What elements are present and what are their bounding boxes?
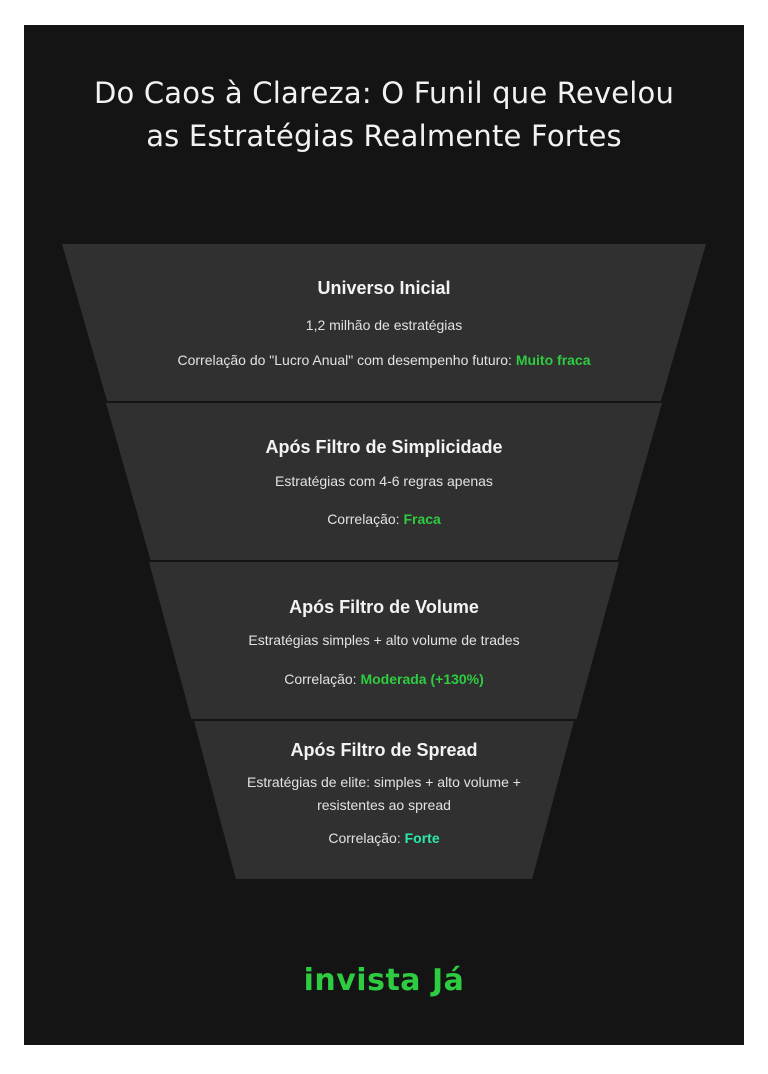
funnel-stage-shape (194, 721, 574, 879)
correlation-label: Correlação do "Lucro Anual" com desempen… (177, 352, 516, 368)
stage-correlation: Correlação do "Lucro Anual" com desempen… (177, 351, 590, 369)
stage-title: Após Filtro de Volume (289, 597, 479, 617)
correlation-label: Correlação: (328, 830, 405, 846)
funnel-stage-spread: Após Filtro de Spread Estratégias de eli… (194, 721, 574, 879)
stage-description: 1,2 milhão de estratégias (305, 317, 463, 333)
stage-description: Estratégias de elite: simples + alto vol… (247, 774, 521, 813)
stage-title: Após Filtro de Spread (290, 740, 478, 760)
funnel-stage-shape (106, 403, 662, 560)
stage-title: Universo Inicial (317, 278, 451, 298)
correlation-value: Moderada (+130%) (360, 671, 484, 687)
stage-correlation: Correlação: Moderada (+130%) (284, 670, 484, 688)
correlation-value: Fraca (403, 511, 441, 527)
page-title-line-2: as Estratégias Realmente Fortes (146, 119, 622, 153)
funnel-stage-shape (62, 244, 706, 401)
funnel-stage-volume: Após Filtro de Volume Estratégias simple… (149, 562, 619, 719)
stage-correlation: Correlação: Fraca (327, 510, 441, 528)
correlation-label: Correlação: (284, 671, 361, 687)
page-title: Do Caos à Clareza: O Funil que Revelou a… (24, 72, 744, 158)
page-title-line-1: Do Caos à Clareza: O Funil que Revelou (93, 76, 675, 110)
funnel-stage-shape (149, 562, 619, 719)
correlation-value: Forte (404, 830, 440, 846)
funnel-stage-universe: Universo Inicial 1,2 milhão de estratégi… (62, 244, 706, 401)
correlation-value: Muito fraca (515, 352, 591, 368)
stage-description: Estratégias com 4-6 regras apenas (275, 473, 493, 489)
brand-logo: invista Já (303, 963, 465, 998)
stage-description: Estratégias simples + alto volume de tra… (248, 632, 520, 648)
stage-correlation: Correlação: Forte (328, 829, 439, 847)
stage-title: Após Filtro de Simplicidade (265, 437, 503, 457)
funnel-stage-simplicity: Após Filtro de Simplicidade Estratégias … (106, 403, 662, 560)
correlation-label: Correlação: (327, 511, 404, 527)
